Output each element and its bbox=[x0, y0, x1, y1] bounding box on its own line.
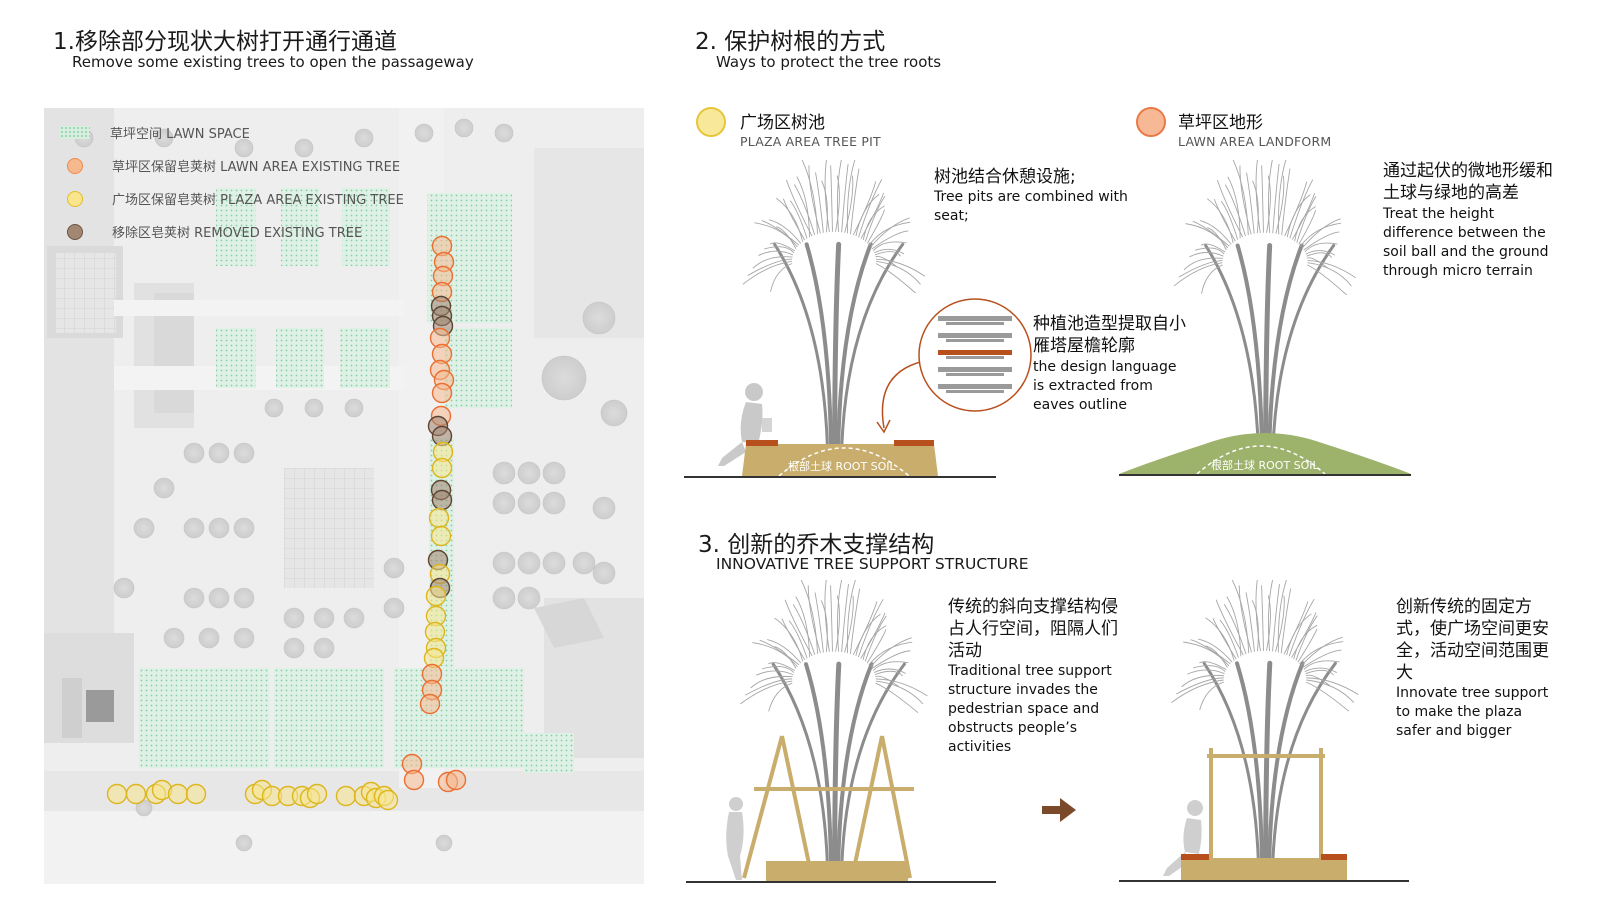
sitting-person-silhouette bbox=[718, 383, 772, 466]
plaza-area-tree-marker bbox=[425, 585, 447, 607]
site-plan-map bbox=[44, 108, 644, 884]
plaza-root-soil-label: 根部土球 ROOT SOIL bbox=[788, 459, 897, 473]
innovative-desc-cn: 创新传统的固定方式，使广场空间更安全，活动空间范围更大 bbox=[1396, 597, 1549, 683]
legend-item-lawn-space: 草坪空间 LAWN SPACE bbox=[60, 123, 250, 142]
section1-subtitle: Remove some existing trees to open the p… bbox=[72, 53, 474, 71]
traditional-desc-en: Traditional tree support structure invad… bbox=[948, 663, 1112, 755]
tree-silhouette bbox=[742, 160, 926, 449]
plaza-area-tree-marker bbox=[167, 783, 189, 805]
tree-silhouette bbox=[1173, 160, 1357, 453]
plaza-area-tree-marker bbox=[428, 507, 450, 529]
right-arrow-icon bbox=[1042, 798, 1076, 822]
legend-label: 移除区皂荚树 REMOVED EXISTING TREE bbox=[112, 226, 363, 241]
plaza-area-tree-marker bbox=[431, 457, 453, 479]
removed-tree-marker bbox=[431, 489, 453, 511]
innovative-desc-en: Innovate tree support to make the plaza … bbox=[1396, 685, 1549, 739]
plaza-desc2-cn: 种植池造型提取自小雁塔屋檐轮廓 bbox=[1033, 314, 1186, 356]
yellow-tree-dot-icon bbox=[67, 190, 83, 207]
plaza-area-tree-marker bbox=[125, 783, 147, 805]
plaza-desc1-cn: 树池结合休憩设施; bbox=[934, 167, 1076, 187]
lawn-landform-label-cn: 草坪区地形 bbox=[1178, 113, 1263, 133]
lawn-space-swatch bbox=[60, 126, 90, 139]
legend-item-lawn-area-existing-tree: 草坪区保留皂荚树 LAWN AREA EXISTING TREE bbox=[60, 156, 400, 175]
plaza-area-tree-marker bbox=[335, 785, 357, 807]
tree-silhouette bbox=[740, 580, 928, 868]
lawn-landform-label-en: LAWN AREA LANDFORM bbox=[1178, 134, 1332, 149]
orange-tree-dot-icon bbox=[67, 157, 83, 174]
lawn-area-tree-marker bbox=[403, 769, 425, 791]
legend-label: 草坪区保留皂荚树 LAWN AREA EXISTING TREE bbox=[112, 160, 401, 175]
plaza-area-tree-marker bbox=[306, 783, 328, 805]
plaza-tree-pit-marker-icon bbox=[696, 107, 726, 137]
standing-person-silhouette bbox=[726, 797, 744, 880]
legend-label: 草坪空间 LAWN SPACE bbox=[110, 127, 250, 142]
plaza-area-tree-marker bbox=[377, 789, 399, 811]
lawn-landform-marker-icon bbox=[1136, 107, 1166, 137]
lawn-desc-en: Treat the height difference between the … bbox=[1383, 206, 1549, 279]
existing-tree-markers bbox=[106, 235, 467, 811]
innovative-support-illustration bbox=[1119, 580, 1409, 882]
lawn-area-tree-marker bbox=[445, 769, 467, 791]
section1-title: 1.移除部分现状大树打开通行通道 bbox=[53, 29, 397, 55]
lawn-area-tree-marker bbox=[419, 693, 441, 715]
lawn-landform-illustration: 根部土球 ROOT SOIL bbox=[1119, 160, 1411, 476]
plaza-desc2-en: the design language is extracted from ea… bbox=[1033, 359, 1177, 413]
lawn-desc-cn: 通过起伏的微地形缓和土球与绿地的高差 bbox=[1383, 161, 1553, 203]
legend-item-plaza-area-existing-tree: 广场区保留皂荚树 PLAZA AREA EXISTING TREE bbox=[60, 189, 404, 208]
plaza-tree-pit-label-en: PLAZA AREA TREE PIT bbox=[740, 134, 881, 149]
plaza-area-tree-marker bbox=[106, 783, 128, 805]
plaza-tree-pit-label-cn: 广场区树池 bbox=[740, 113, 825, 133]
tree-silhouette bbox=[1171, 580, 1359, 865]
plaza-area-tree-marker bbox=[185, 783, 207, 805]
legend-item-removed-existing-tree: 移除区皂荚树 REMOVED EXISTING TREE bbox=[60, 222, 362, 241]
eaves-detail-callout bbox=[918, 298, 1032, 412]
section2-subtitle: Ways to protect the tree roots bbox=[716, 53, 942, 71]
section3-title: 3. 创新的乔木支撑结构 bbox=[698, 532, 935, 558]
lawn-area-tree-marker bbox=[431, 382, 453, 404]
legend-label: 广场区保留皂荚树 PLAZA AREA EXISTING TREE bbox=[112, 193, 404, 208]
brown-tree-dot-icon bbox=[67, 223, 83, 240]
traditional-desc-cn: 传统的斜向支撑结构侵占人行空间，阻隔人们活动 bbox=[948, 597, 1118, 661]
section3-subtitle: INNOVATIVE TREE SUPPORT STRUCTURE bbox=[716, 555, 1029, 573]
plaza-desc1-en: Tree pits are combined with seat; bbox=[934, 189, 1128, 224]
lawn-root-soil-label: 根部土球 ROOT SOIL bbox=[1211, 458, 1320, 472]
section2-title: 2. 保护树根的方式 bbox=[695, 29, 886, 55]
plaza-tree-pit-illustration: 根部土球 ROOT SOIL bbox=[684, 160, 996, 478]
traditional-support-illustration bbox=[686, 580, 996, 883]
plaza-area-tree-marker bbox=[430, 525, 452, 547]
